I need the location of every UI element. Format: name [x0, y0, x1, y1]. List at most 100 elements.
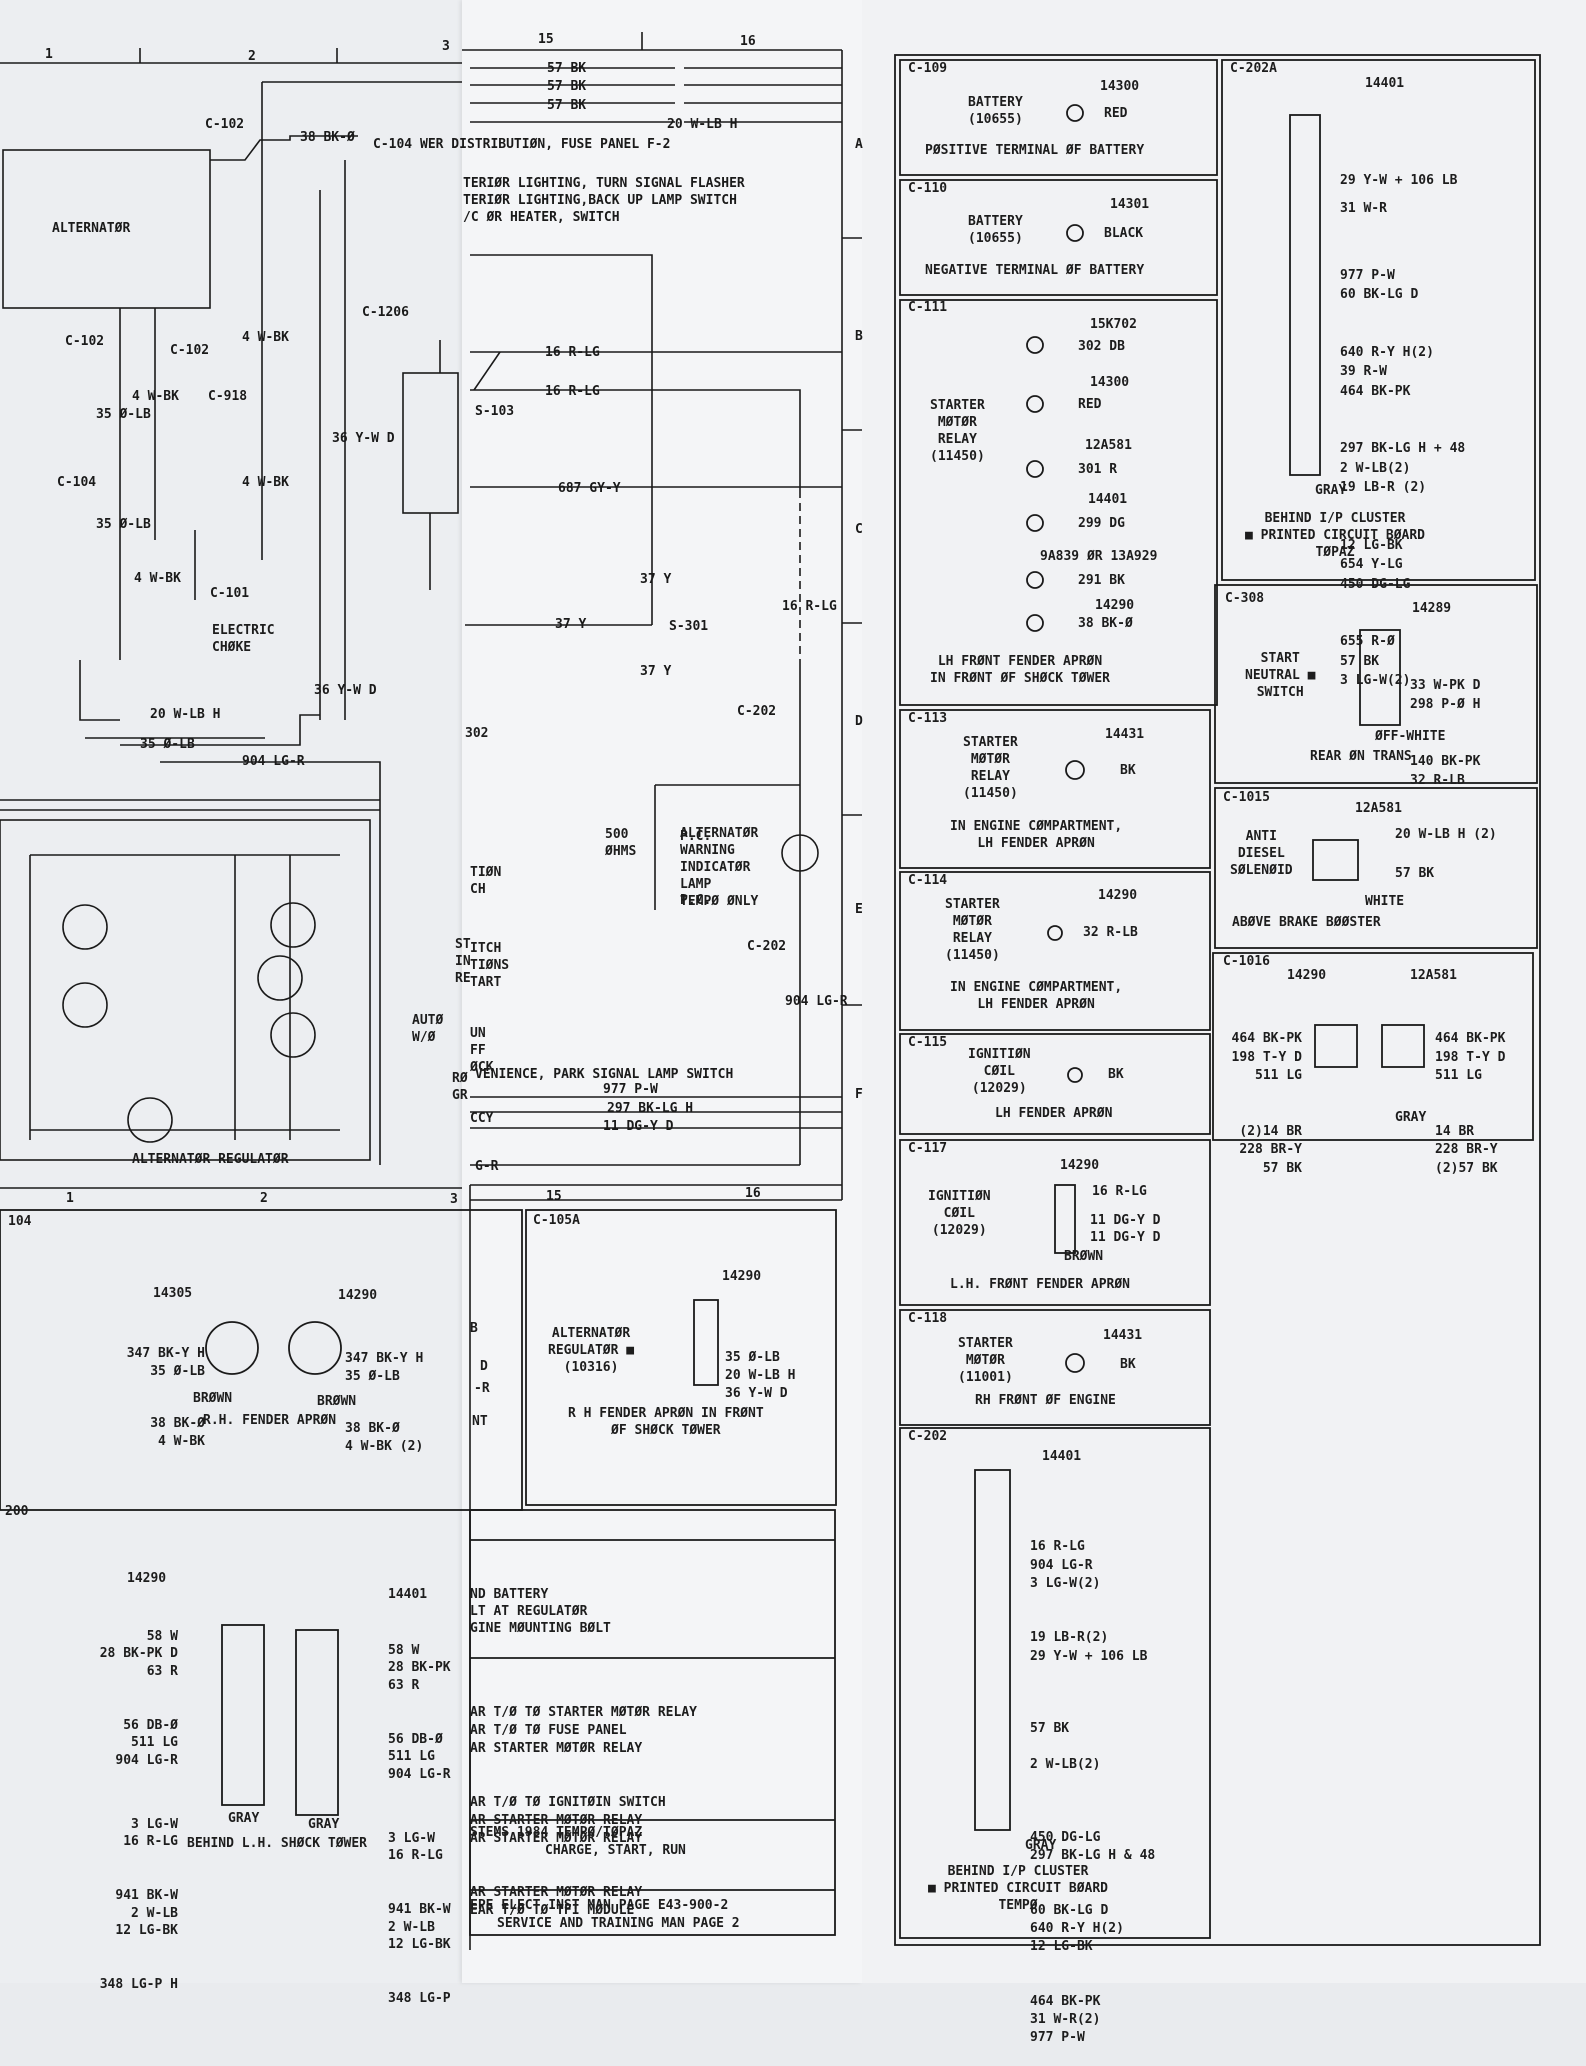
- wire-gr: G-R: [475, 1159, 499, 1174]
- fragment-104: 104: [8, 1214, 32, 1229]
- connector-c104-top: C-104: [373, 137, 412, 152]
- c202-color: GRAY: [1025, 1838, 1057, 1853]
- wire-38bk: 38 BK-Ø: [300, 130, 355, 145]
- wire-35olb-2: 35 Ø-LB: [96, 517, 151, 532]
- grid-row-f: F: [855, 1087, 863, 1102]
- connector-c1206: C-1206: [362, 305, 409, 320]
- c117-name: IGNITIØN CØIL (12029): [928, 1189, 991, 1238]
- c200-location: BEHIND L.H. SHØCK TØWER: [187, 1836, 368, 1851]
- fragment-nt: NT: [472, 1414, 488, 1429]
- grid-bottom-col-1: 1: [66, 1191, 74, 1206]
- c117-color: BRØWN: [1064, 1249, 1104, 1264]
- wire-904-1: 904 LG-R: [785, 994, 848, 1009]
- wire-687: 687 GY-Y: [558, 481, 621, 496]
- c118-location: RH FRØNT ØF ENGINE: [975, 1393, 1116, 1408]
- c202-location: BEHIND I/P CLUSTER ■ PRINTED CIRCUIT BØA…: [928, 1864, 1109, 1913]
- c1015-name: ANTI DIESEL SØLENØID: [1230, 829, 1293, 878]
- c114-id: C-114: [908, 873, 948, 888]
- wire-35olb-3: 35 Ø-LB: [140, 737, 195, 752]
- c111-wire-4: 299 DG: [1078, 516, 1125, 531]
- wire-4wbk-2: 4 W-BK: [132, 389, 179, 404]
- splice-s301: S-301: [669, 619, 708, 634]
- c115-id: C-115: [908, 1035, 948, 1050]
- wire-20wlb-top: 20 W-LB H: [667, 117, 737, 132]
- c1015-location: ABØVE BRAKE BØØSTER: [1232, 915, 1381, 930]
- grid-col-1: 1: [45, 47, 53, 62]
- connector-c918: C-918: [208, 389, 247, 404]
- c308-color: ØFF-WHITE: [1375, 729, 1446, 744]
- connector-c202-lower: C-202: [747, 939, 786, 954]
- c115-name: IGNITIØN CØIL (12029): [968, 1047, 1031, 1096]
- c117-id: C-117: [908, 1141, 948, 1156]
- wire-37y-3: 37 Y: [640, 664, 671, 679]
- c111-part-1: 15K702: [1090, 317, 1137, 332]
- connector-c101: C-101: [210, 586, 249, 601]
- c113-location: IN ENGINE CØMPARTMENT, LH FENDER APRØN: [950, 819, 1123, 851]
- title-block-line-1: STEMS 1984 TEMPØ/TØPAZ: [470, 1825, 643, 1840]
- alternator-label: ALTERNATØR: [52, 221, 130, 236]
- fragment-r: -R: [474, 1381, 490, 1396]
- wire-36ywd-1: 36 Y-W D: [332, 431, 395, 446]
- c111-part-6: 14290: [1095, 598, 1135, 613]
- note-park-signal: VENIENCE, PARK SIGNAL LAMP SWITCH: [475, 1067, 733, 1082]
- regulator-label: ALTERNATØR REGULATØR: [132, 1152, 289, 1167]
- grid-col-3: 3: [442, 39, 450, 54]
- c308-id: C-308: [1225, 591, 1265, 606]
- c1016-id: C-1016: [1223, 954, 1270, 969]
- wire-297: 297 BK-LG H: [607, 1101, 693, 1116]
- c110-id: C-110: [908, 181, 948, 196]
- c200-part-1: 14290: [127, 1571, 167, 1586]
- c202a-location: BEHIND I/P CLUSTER ■ PRINTED CIRCUIT BØA…: [1245, 511, 1426, 560]
- wire-37y-1: 37 Y: [555, 617, 586, 632]
- c117-wire-1: 16 R-LG: [1092, 1184, 1147, 1199]
- c118-name: STARTER MØTØR (11001): [958, 1336, 1013, 1385]
- c110-wire: BLACK: [1104, 226, 1144, 241]
- c202-part: 14401: [1042, 1449, 1082, 1464]
- c1016-color: GRAY: [1395, 1110, 1427, 1125]
- c111-name: STARTER MØTØR RELAY (11450): [930, 398, 985, 464]
- grid-bottom-col-3: 3: [450, 1192, 458, 1207]
- c110-name: BATTERY (10655): [968, 214, 1023, 246]
- c1015-color: WHITE: [1365, 894, 1405, 909]
- grid-row-d: D: [855, 714, 863, 729]
- fragment-d: D: [480, 1359, 488, 1374]
- wire-16rlg-2: 16 R-LG: [545, 384, 600, 399]
- c111-part-4: 14401: [1088, 492, 1128, 507]
- c115-location: LH FENDER APRØN: [995, 1106, 1113, 1121]
- c109-wire: RED: [1104, 106, 1128, 121]
- connector-c202-upper: C-202: [737, 704, 776, 719]
- c1015-id: C-1015: [1223, 790, 1270, 805]
- c110-part: 14301: [1110, 197, 1150, 212]
- c1016-part-2: 12A581: [1410, 968, 1457, 983]
- note-turn-signal: TERIØR LIGHTING, TURN SIGNAL FLASHER: [463, 176, 745, 191]
- c1015-wire-1: 20 W-LB H (2): [1395, 827, 1497, 842]
- title-block-line-2: CHARGE, START, RUN: [545, 1843, 686, 1858]
- c117-part: 14290: [1060, 1158, 1100, 1173]
- c111-part-2: 14300: [1090, 375, 1130, 390]
- c118-wire: BK: [1120, 1357, 1136, 1372]
- connector-c102-top: C-102: [205, 117, 244, 132]
- c111-wire-5: 291 BK: [1078, 573, 1125, 588]
- fragment-b: B: [470, 1321, 478, 1336]
- grid-row-b: B: [855, 329, 863, 344]
- electric-choke-label: ELECTRIC CHØKE: [212, 623, 275, 655]
- c109-id: C-109: [908, 61, 948, 76]
- fragment-200: 200: [5, 1504, 29, 1519]
- wire-11dgy: 11 DG-Y D: [603, 1119, 674, 1134]
- c202a-color: GRAY: [1315, 483, 1347, 498]
- c1016-part-1: 14290: [1287, 968, 1327, 983]
- c308-part: 14289: [1412, 601, 1452, 616]
- wire-35olb-1: 35 Ø-LB: [96, 407, 151, 422]
- c118-part: 14431: [1103, 1328, 1143, 1343]
- connector-c102-left: C-102: [65, 334, 104, 349]
- note-heater-switch: /C ØR HEATER, SWITCH: [463, 210, 620, 225]
- c117-wire-3: 11 DG-Y D: [1090, 1230, 1161, 1245]
